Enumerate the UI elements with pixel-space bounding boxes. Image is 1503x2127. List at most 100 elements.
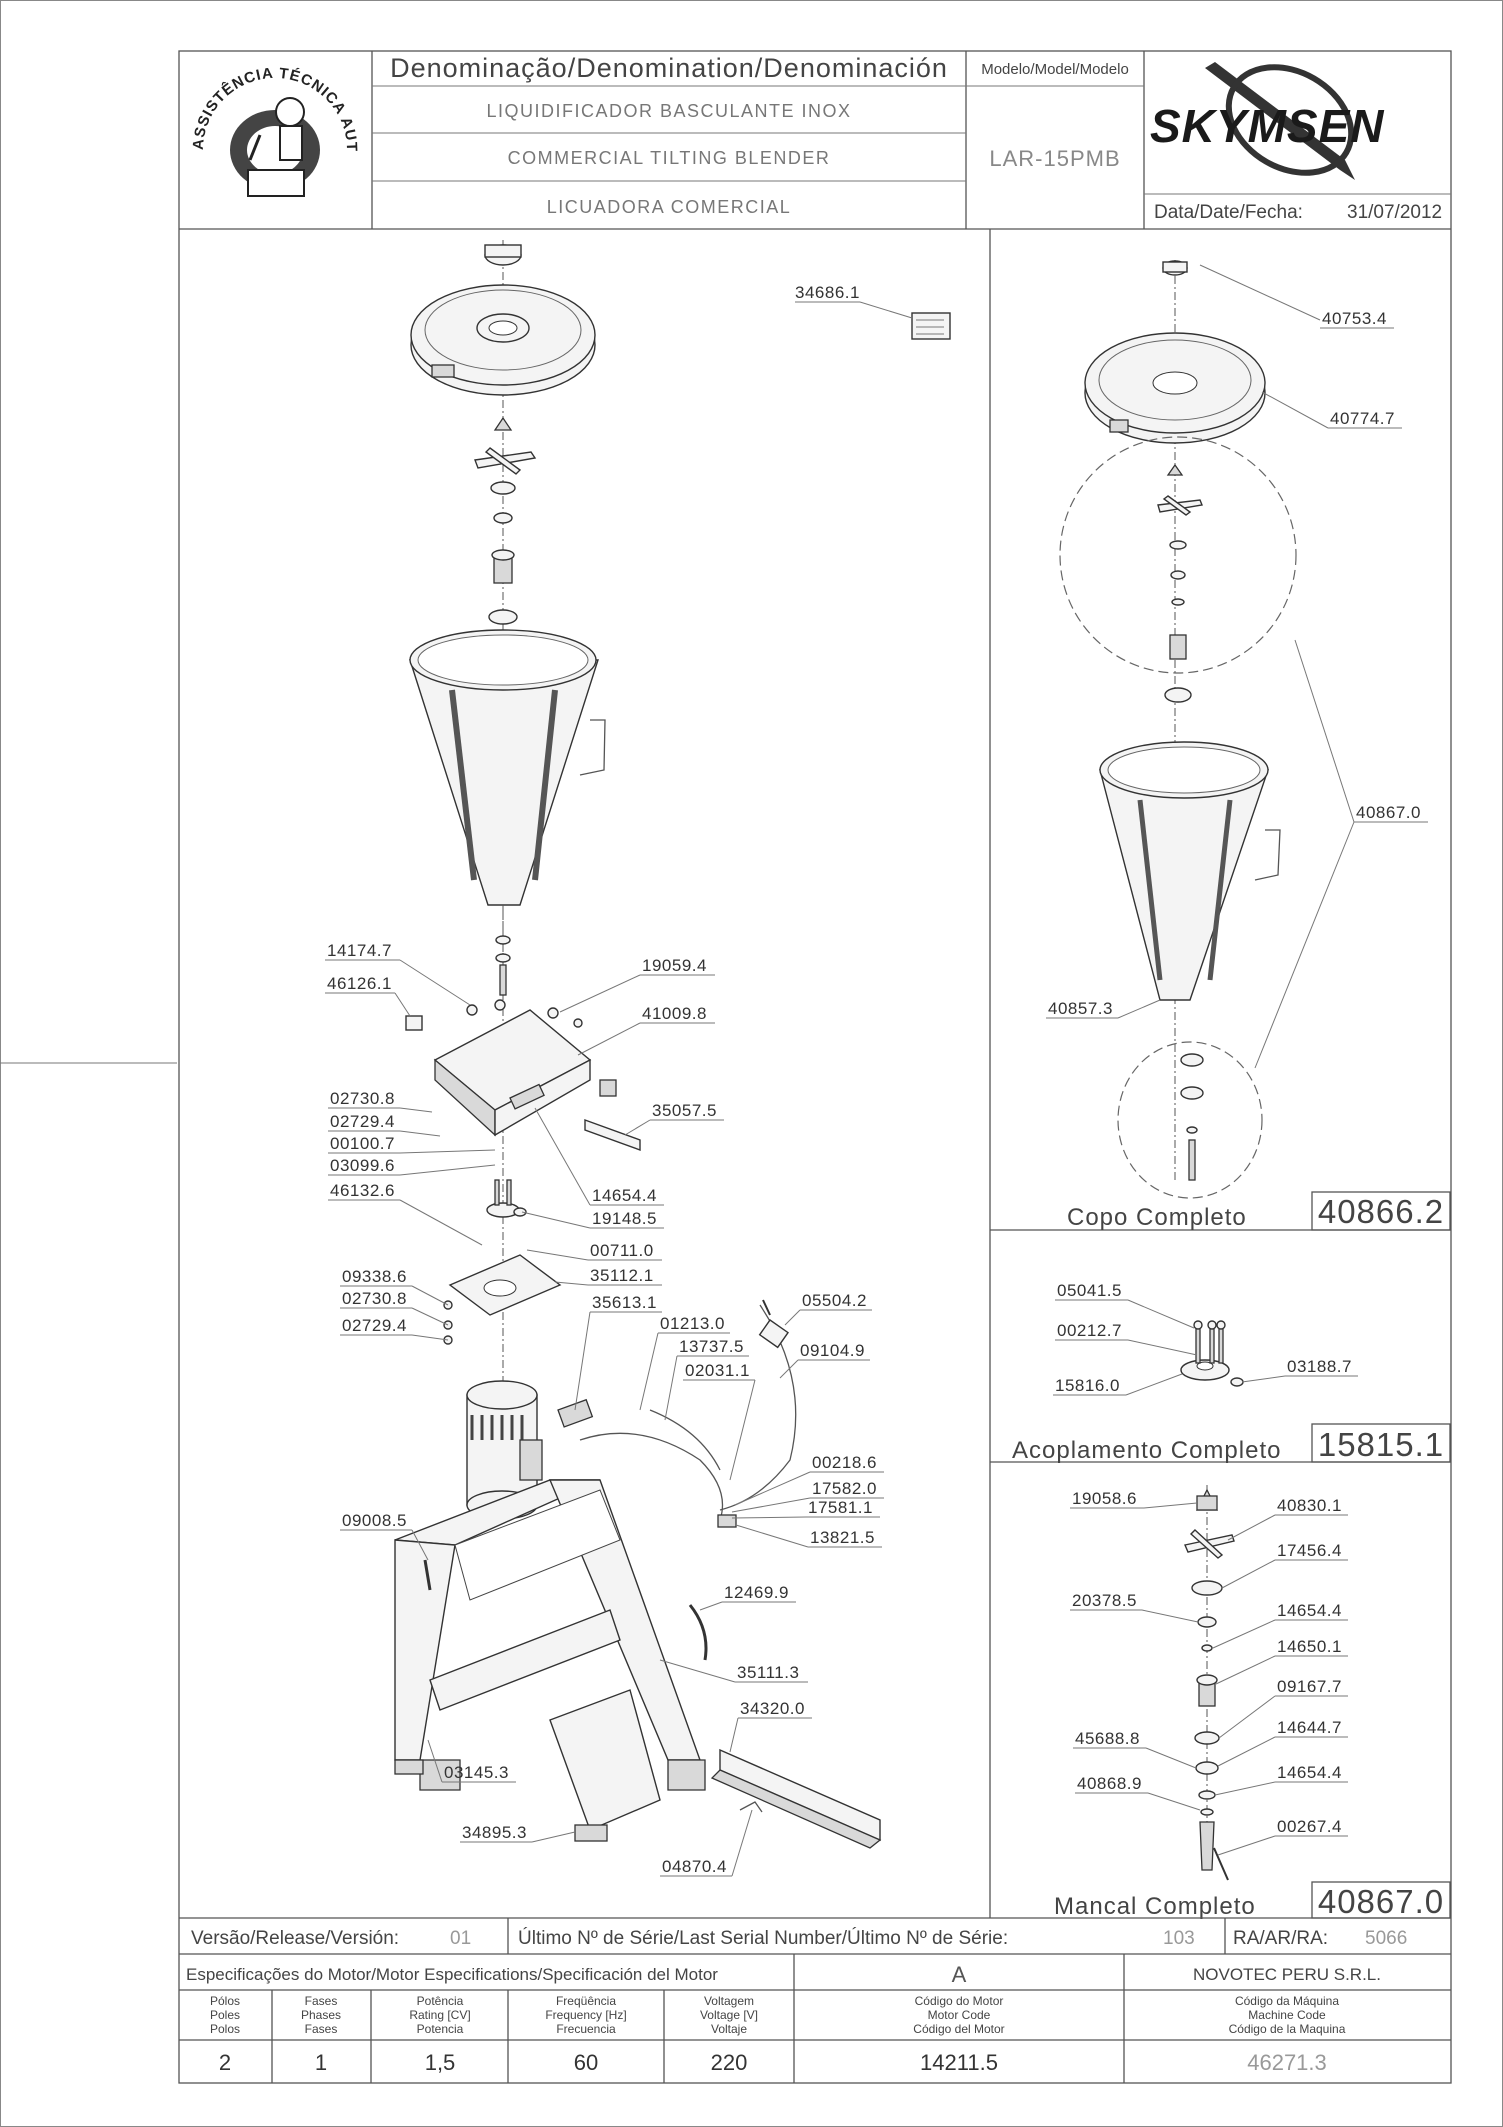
col-potencia-l2: Rating [CV] [409, 2008, 470, 2022]
col-machine-code-l1: Código da Máquina [1235, 1994, 1339, 2008]
version-label: Versão/Release/Versión: [191, 1928, 399, 1949]
col-fases-l3: Fases [305, 2022, 338, 2036]
main-exploded-view: 34686.1 14174.7 46126.1 19059.4 41009.8 … [325, 240, 951, 1877]
small-screws [423, 1559, 708, 1661]
callout-00212-7: 00212.7 [1057, 1321, 1122, 1340]
ra-value: 5066 [1365, 1928, 1407, 1949]
stand [394, 1479, 706, 1842]
value-potencia: 1,5 [425, 2050, 456, 2075]
denomination-title: Denominação/Denomination/Denominación [390, 53, 948, 83]
col-machine-code-l3: Código de la Maquina [1229, 2022, 1346, 2036]
mancal-completo-panel: 19058.6 40830.1 17456.4 20378.5 14654.4 … [1054, 1485, 1451, 1920]
model-label: Modelo/Model/Modelo [981, 61, 1129, 78]
callout-02729-4-a: 02729.4 [330, 1112, 395, 1131]
callout-19058-6: 19058.6 [1072, 1489, 1137, 1508]
motor-letter: A [952, 1962, 967, 1987]
motor-spec-table: Especificações do Motor/Motor Especifica… [179, 1954, 1451, 2083]
drawing-frame [178, 50, 1452, 2084]
acoplamento-completo-code: 15815.1 [1318, 1426, 1444, 1463]
col-frequencia-l3: Frecuencia [556, 2022, 616, 2036]
callout-17582-0: 17582.0 [812, 1479, 877, 1498]
callout-03099-6: 03099.6 [330, 1156, 395, 1175]
col-voltagem-l2: Voltage [V] [700, 2008, 758, 2022]
col-polos-l3: Polos [210, 2022, 240, 2036]
callout-14654-4-c: 14654.4 [1277, 1601, 1342, 1620]
callout-34686-1: 34686.1 [795, 283, 860, 302]
callout-13737-5: 13737.5 [679, 1337, 744, 1356]
col-fases-l1: Fases [305, 1994, 338, 2008]
callout-20378-5: 20378.5 [1072, 1591, 1137, 1610]
callout-40753-4: 40753.4 [1322, 309, 1387, 328]
col-polos-l1: Pólos [210, 1994, 240, 2008]
callout-09008-5: 09008.5 [342, 1511, 407, 1530]
callout-04870-4: 04870.4 [662, 1857, 727, 1876]
callout-35613-1: 35613.1 [592, 1293, 657, 1312]
callout-09104-9: 09104.9 [800, 1341, 865, 1360]
callout-00267-4: 00267.4 [1277, 1817, 1342, 1836]
callout-35111-3: 35111.3 [737, 1663, 799, 1682]
callout-13821-5: 13821.5 [810, 1528, 875, 1547]
callout-00711-0: 00711.0 [590, 1241, 654, 1260]
col-polos-l2: Poles [210, 2008, 240, 2022]
blade-assembly [474, 416, 537, 625]
callout-34895-3: 34895.3 [462, 1823, 527, 1842]
motor-bracket [443, 1254, 562, 1345]
callout-14654-4-d: 14654.4 [1277, 1763, 1342, 1782]
callout-15816-0: 15816.0 [1055, 1376, 1120, 1395]
product-name-en: COMMERCIAL TILTING BLENDER [508, 148, 831, 168]
col-motor-code-l1: Código do Motor [915, 1994, 1004, 2008]
company-name: NOVOTEC PERU S.R.L. [1193, 1965, 1381, 1984]
value-voltagem: 220 [711, 2050, 748, 2075]
callout-46126-1: 46126.1 [327, 974, 392, 993]
callout-14654-4-a: 46132.6 [330, 1181, 395, 1200]
col-frequencia-l1: Freqüência [556, 1994, 616, 2008]
callout-02031-1: 02031.1 [685, 1361, 750, 1380]
col-potencia-l1: Potência [417, 1994, 464, 2008]
callout-02729-4-b: 02729.4 [342, 1316, 407, 1335]
acoplamento-completo-panel: 05041.5 00212.7 03188.7 15816.0 Acoplame… [1012, 1281, 1451, 1464]
date-value: 31/07/2012 [1347, 202, 1442, 223]
callout-40830-1: 40830.1 [1277, 1496, 1342, 1515]
value-fases: 1 [315, 2050, 327, 2075]
callout-40867-0: 40867.0 [1356, 803, 1421, 822]
callout-05504-2: 05504.2 [802, 1291, 867, 1310]
callout-00100-7: 00100.7 [330, 1134, 395, 1153]
callout-40774-7: 40774.7 [1330, 409, 1395, 428]
product-name-pt: LIQUIDIFICADOR BASCULANTE INOX [486, 101, 851, 121]
callout-40868-9: 40868.9 [1077, 1774, 1142, 1793]
col-machine-code-l2: Machine Code [1248, 2008, 1326, 2022]
label-plate [911, 312, 951, 340]
assistencia-tecnica-seal: ASSISTÊNCIA TÉCNICA AUTORIZADA [0, 0, 359, 221]
motor-spec-title: Especificações do Motor/Motor Especifica… [186, 1965, 718, 1984]
col-motor-code-l3: Código del Motor [913, 2022, 1004, 2036]
date-label: Data/Date/Fecha: [1154, 202, 1303, 223]
callout-05041-5: 05041.5 [1057, 1281, 1122, 1300]
release-row: Versão/Release/Versión: 01 Último Nº de … [179, 1917, 1451, 1955]
value-motor-code: 14211.5 [920, 2050, 998, 2075]
callout-01213-0: 01213.0 [660, 1314, 725, 1333]
acoplamento-completo-title: Acoplamento Completo [1012, 1437, 1281, 1464]
callout-34320-0: 34320.0 [740, 1699, 805, 1718]
col-frequencia-l2: Frequency [Hz] [545, 2008, 626, 2022]
copo-completo-panel: 40753.4 40774.7 40867.0 40857.3 Copo Com… [1046, 260, 1451, 1231]
coupling-small [486, 1179, 527, 1218]
serial-label: Último Nº de Série/Last Serial Number/Úl… [518, 1927, 1008, 1949]
callout-12469-9: 12469.9 [724, 1583, 789, 1602]
callout-19059-4: 19059.4 [642, 956, 707, 975]
version-value: 01 [450, 1928, 471, 1949]
callout-14644-7: 14644.7 [1277, 1718, 1342, 1737]
col-potencia-l3: Potencia [417, 2022, 464, 2036]
serial-value: 103 [1163, 1928, 1195, 1949]
col-voltagem-l3: Voltaje [711, 2022, 747, 2036]
callout-14650-1: 14650.1 [1277, 1637, 1342, 1656]
value-frequencia: 60 [574, 2050, 598, 2075]
col-voltagem-l1: Voltagem [704, 1994, 754, 2008]
callout-02730-8-b: 02730.8 [342, 1289, 407, 1308]
callout-17581-1: 17581.1 [808, 1498, 873, 1517]
callout-14174-7: 14174.7 [327, 941, 392, 960]
callout-46132-6: 14654.4 [592, 1186, 657, 1205]
callout-03188-7: 03188.7 [1287, 1357, 1352, 1376]
callout-17456-4: 17456.4 [1277, 1541, 1342, 1560]
callout-35057-5: 35057.5 [652, 1101, 717, 1120]
